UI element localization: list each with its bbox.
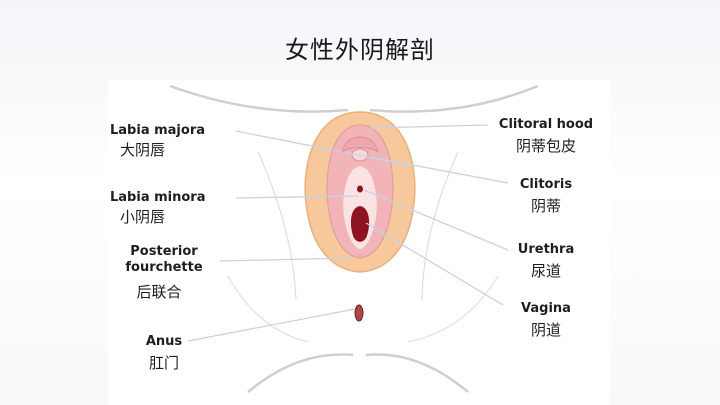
slide-title: 女性外阴解剖: [285, 36, 435, 64]
anatomy-illustration: [169, 84, 539, 393]
label-anus-en: Anus: [145, 334, 183, 349]
urethra-opening: [357, 185, 363, 193]
upper-outline: [169, 84, 349, 113]
right-thigh-crease: [421, 151, 459, 301]
label-urethra-zh: 尿道: [530, 262, 561, 280]
label-labia-majora-zh: 大阴唇: [120, 141, 166, 159]
upper-outline-right: [369, 84, 539, 113]
body-outline: [169, 84, 539, 393]
label-labia-minora-zh: 小阴唇: [120, 208, 166, 226]
label-anus: Anus 肛门: [136, 334, 192, 372]
label-labia-majora: Labia majora 大阴唇: [110, 123, 205, 159]
label-posterior-fourchette: Posterior fourchette 后联合: [116, 244, 212, 301]
leader-clitoral-hood: [369, 124, 489, 129]
lower-left-curve: [247, 353, 354, 393]
label-anus-zh: 肛门: [148, 354, 179, 372]
label-labia-minora-en: Labia minora: [110, 190, 206, 205]
leader-clitoris: [369, 156, 509, 184]
label-labia-majora-en: Labia majora: [110, 123, 206, 138]
leader-vagina: [365, 222, 504, 306]
lower-right-curve: [365, 353, 469, 393]
anatomy-diagram-panel: Labia majora 大阴唇 Labia minora 小阴唇 Poster…: [108, 80, 610, 405]
vaginal-opening: [350, 206, 370, 242]
clitoral-hood-shape: [341, 136, 379, 154]
leader-anus: [187, 308, 356, 342]
label-urethra-en: Urethra: [517, 242, 575, 257]
label-vagina-en: Vagina: [521, 301, 571, 316]
label-vagina-zh: 阴道: [530, 321, 561, 339]
label-clitoris-en: Clitoris: [519, 177, 573, 192]
label-clitoral-hood-en: Clitoral hood: [498, 117, 594, 132]
label-vagina: Vagina 阴道: [506, 301, 586, 339]
leader-posterior-fourchette: [219, 257, 353, 262]
label-posterior-fourchette-en-line2: fourchette: [125, 260, 203, 275]
anus-shape: [354, 304, 364, 322]
label-clitoris: Clitoris 阴蒂: [506, 177, 586, 215]
left-thigh-crease: [257, 151, 297, 301]
left-buttock: [227, 275, 309, 343]
label-urethra: Urethra 尿道: [506, 242, 586, 280]
label-clitoral-hood: Clitoral hood 阴蒂包皮: [486, 117, 606, 155]
right-buttock: [407, 275, 499, 343]
label-clitoral-hood-zh: 阴蒂包皮: [515, 137, 576, 155]
label-clitoris-zh: 阴蒂: [530, 197, 561, 215]
leader-urethra: [363, 189, 509, 251]
leader-labia-minora: [235, 195, 359, 199]
leader-lines: [187, 124, 509, 342]
label-labia-minora: Labia minora 小阴唇: [110, 190, 206, 226]
label-posterior-fourchette-zh: 后联合: [136, 283, 182, 301]
label-posterior-fourchette-en-line1: Posterior: [130, 244, 198, 259]
